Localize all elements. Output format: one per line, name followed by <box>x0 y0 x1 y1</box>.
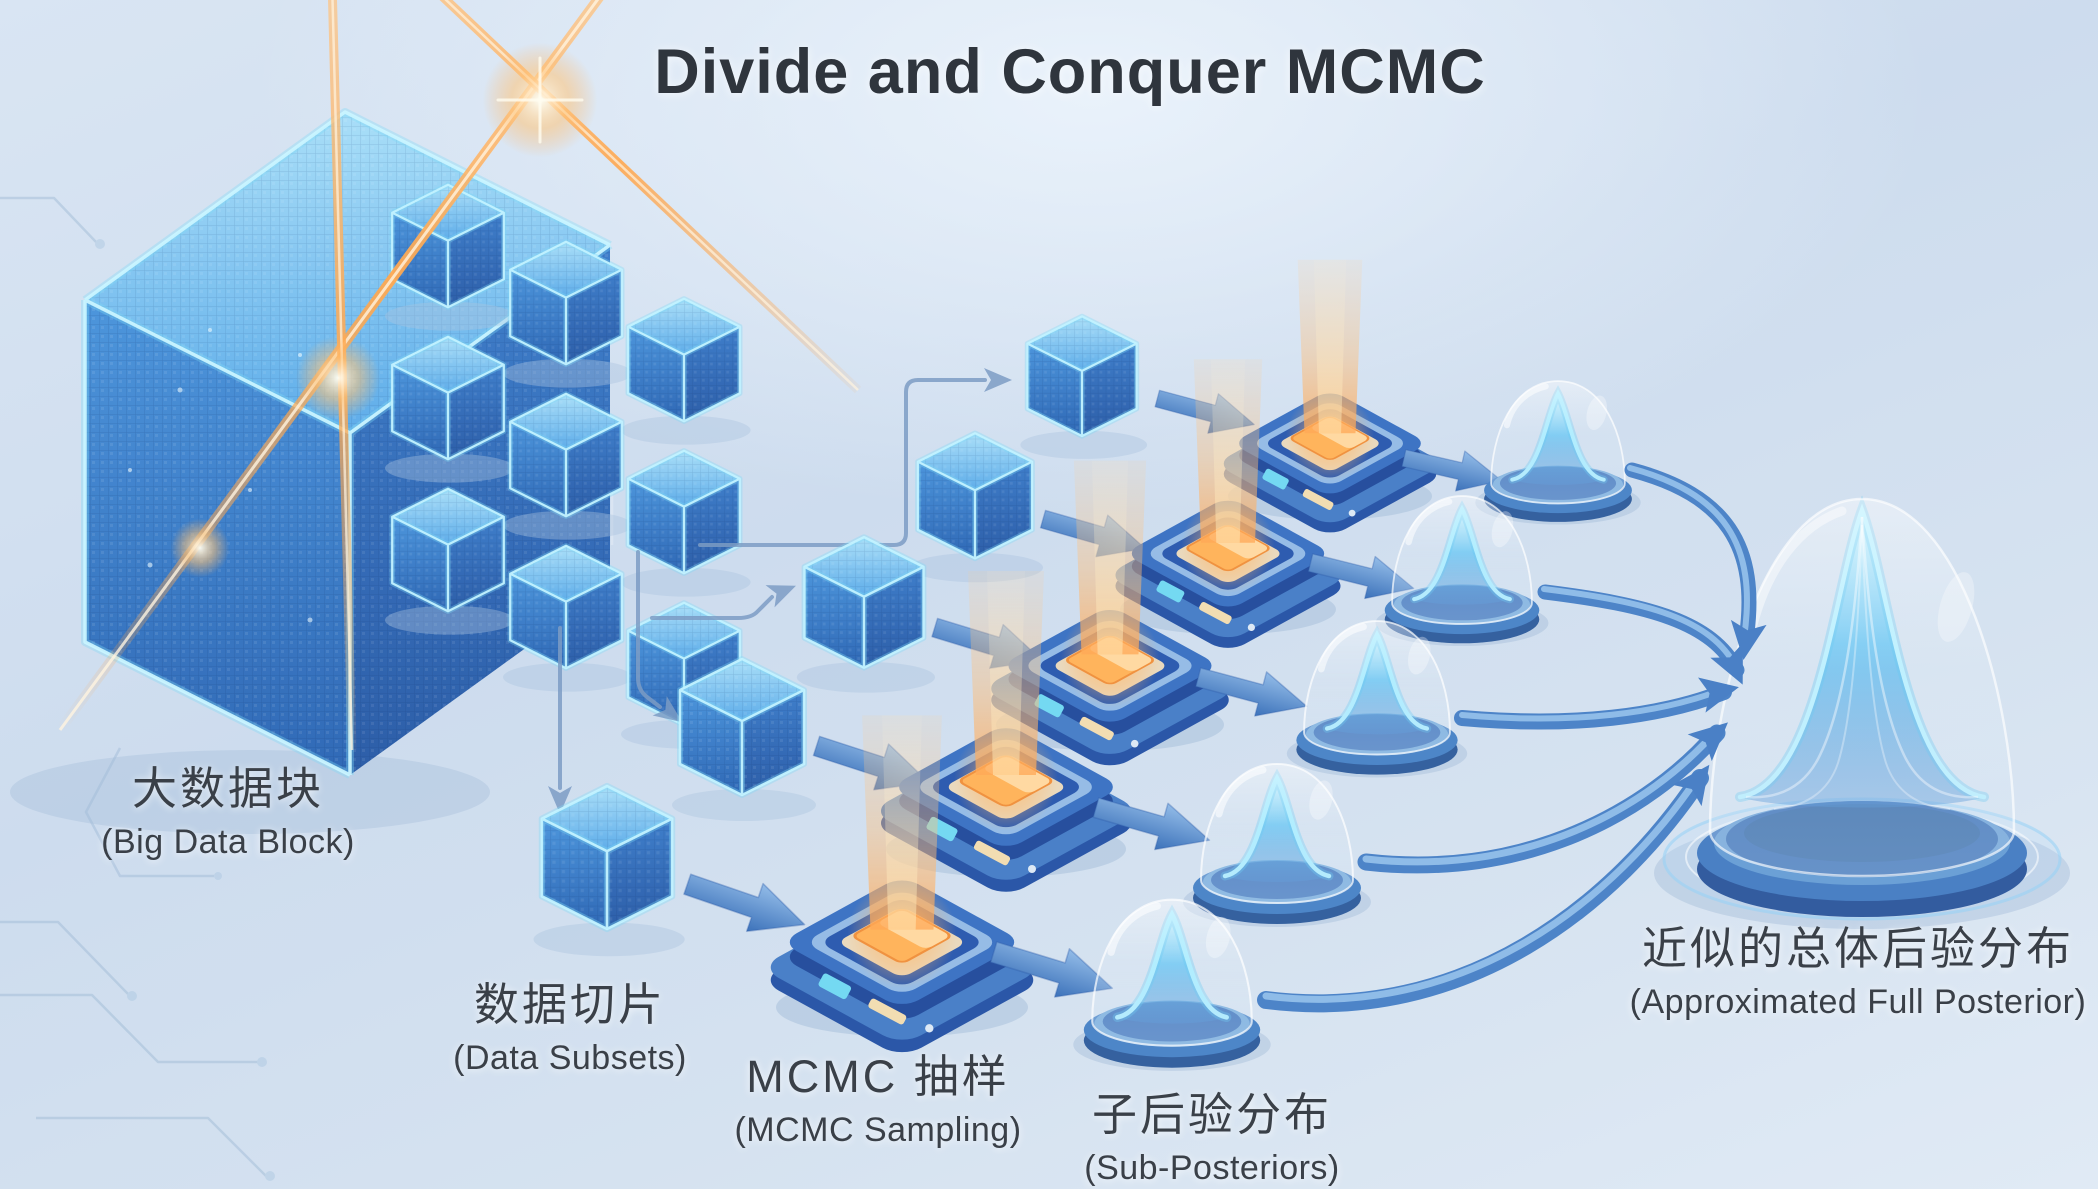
merge-arrow <box>1624 462 1767 663</box>
sliced-cube <box>385 489 515 635</box>
sliced-cube <box>621 299 751 445</box>
label-big-data-block-zh: 大数据块 <box>131 763 325 814</box>
connector-line <box>636 550 662 709</box>
merge-arrow <box>1257 754 1724 1013</box>
sliced-cube <box>503 394 633 540</box>
label-mcmc-sampling: MCMC 抽样 (MCMC Sampling) <box>734 1040 1021 1150</box>
label-mcmc-sampling-zh: MCMC 抽样 <box>746 1051 1010 1102</box>
label-sub-posteriors-zh: 子后验分布 <box>1091 1089 1333 1140</box>
connector-line <box>650 595 774 620</box>
label-approximated-full-posterior-en: (Approximated Full Posterior) <box>1629 983 2087 1021</box>
connector-line <box>698 378 987 547</box>
flow-arrow-icon <box>678 859 814 950</box>
big-data-cube <box>10 0 862 834</box>
label-mcmc-sampling-en: (MCMC Sampling) <box>734 1111 1022 1149</box>
data-subset-cube <box>1020 316 1147 459</box>
lens-flare-icon <box>158 506 242 590</box>
label-big-data-block-en: (Big Data Block) <box>101 823 355 861</box>
sliced-cube <box>621 451 751 597</box>
sub-posterior-dome <box>1073 900 1270 1071</box>
split-connectors <box>548 368 1012 814</box>
merge-arrow <box>1357 708 1741 874</box>
label-data-subsets: 数据切片 (Data Subsets) <box>453 968 687 1078</box>
merge-arrow <box>1537 584 1760 693</box>
merge-arrow <box>1454 669 1743 730</box>
full-posterior-dome <box>1654 499 2070 929</box>
data-subset-cube <box>672 659 816 821</box>
data-subset-cube <box>911 433 1043 582</box>
label-big-data-block: 大数据块 (Big Data Block) <box>101 752 355 862</box>
label-sub-posteriors: 子后验分布 (Sub-Posteriors) <box>1084 1078 1340 1188</box>
label-sub-posteriors-en: (Sub-Posteriors) <box>1084 1149 1340 1187</box>
sliced-cube <box>385 337 515 483</box>
data-subset-cube <box>797 537 935 693</box>
label-approximated-full-posterior-zh: 近似的总体后验分布 <box>1641 923 2074 974</box>
data-subset-cube <box>534 786 685 956</box>
orange-light-beams <box>55 0 862 751</box>
sub-posterior-dome <box>1475 381 1640 524</box>
sub-posterior-dome <box>1183 764 1371 927</box>
label-data-subsets-zh: 数据切片 <box>473 979 667 1030</box>
merge-arrows <box>1257 462 1767 1013</box>
label-data-subsets-en: (Data Subsets) <box>453 1039 687 1077</box>
label-approximated-full-posterior: 近似的总体后验分布 (Approximated Full Posterior) <box>1630 912 2087 1022</box>
sliced-cube <box>503 242 633 388</box>
diagram-title: Divide and Conquer MCMC <box>654 37 1486 107</box>
sliced-cube <box>503 546 633 692</box>
lens-flare-icon <box>278 318 398 438</box>
